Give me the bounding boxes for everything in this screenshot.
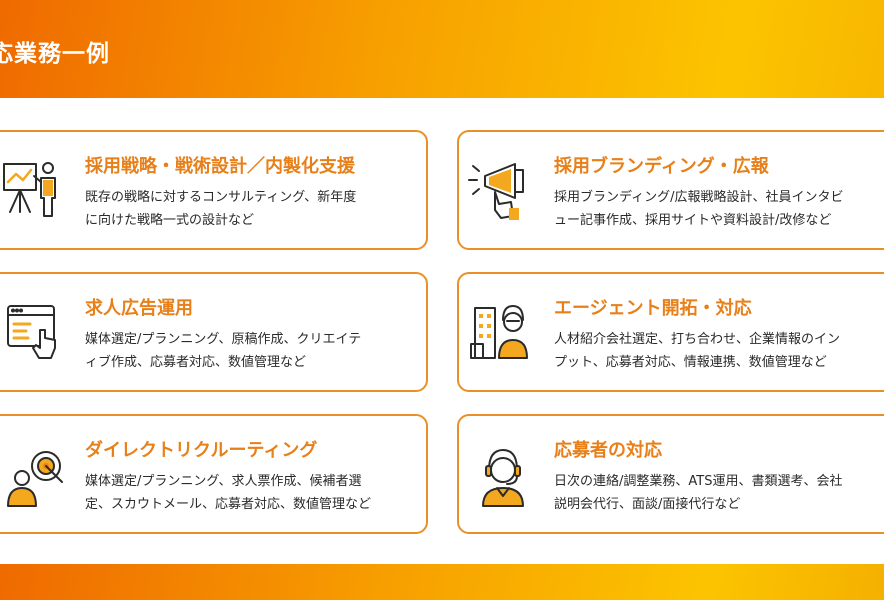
agent-building-icon	[470, 305, 528, 359]
card-description: 日次の連絡/調整業務、ATS運用、書類選考、会社 説明会代行、面談/面接代行など	[554, 474, 843, 512]
service-card-direct-recruiting: ダイレクトリクルーティング 媒体選定/プランニング、求人票作成、候補者選 定、ス…	[0, 414, 428, 534]
bottom-band	[0, 564, 884, 600]
card-title: 応募者の対応	[554, 440, 662, 461]
card-title: ダイレクトリクルーティング	[85, 440, 318, 461]
card-description: 人材紹介会社選定、打ち合わせ、企業情報のイン プット、応募者対応、情報連携、数値…	[554, 332, 841, 370]
target-person-icon	[7, 451, 63, 507]
card-description: 媒体選定/プランニング、求人票作成、候補者選 定、スカウトメール、応募者対応、数…	[85, 474, 372, 512]
headset-operator-icon	[482, 449, 524, 507]
presentation-icon	[3, 162, 56, 217]
card-title: 求人広告運用	[85, 298, 193, 319]
service-card-strategy: 採用戦略・戦術設計／内製化支援 既存の戦略に対するコンサルティング、新年度 に向…	[0, 130, 428, 250]
card-title: 採用戦略・戦術設計／内製化支援	[85, 156, 355, 177]
card-description: 媒体選定/プランニング、原稿作成、クリエイテ ィブ作成、応募者対応、数値管理など	[85, 332, 362, 370]
service-card-applicant-handling: 応募者の対応 日次の連絡/調整業務、ATS運用、書類選考、会社 説明会代行、面談…	[457, 414, 884, 534]
card-description: 採用ブランディング/広報戦略設計、社員インタビ ュー記事作成、採用サイトや資料設…	[554, 190, 844, 228]
service-card-branding: 採用ブランディング・広報 採用ブランディング/広報戦略設計、社員インタビ ュー記…	[457, 130, 884, 250]
page-title: 応業務一例	[0, 41, 110, 67]
web-click-icon	[7, 305, 56, 359]
card-title: 採用ブランディング・広報	[554, 156, 769, 177]
card-title: エージェント開拓・対応	[554, 298, 752, 319]
megaphone-icon	[468, 163, 524, 220]
service-card-agent: エージェント開拓・対応 人材紹介会社選定、打ち合わせ、企業情報のイン プット、応…	[457, 272, 884, 392]
card-description: 既存の戦略に対するコンサルティング、新年度 に向けた戦略一式の設計など	[85, 190, 357, 228]
service-card-job-ads: 求人広告運用 媒体選定/プランニング、原稿作成、クリエイテ ィブ作成、応募者対応…	[0, 272, 428, 392]
